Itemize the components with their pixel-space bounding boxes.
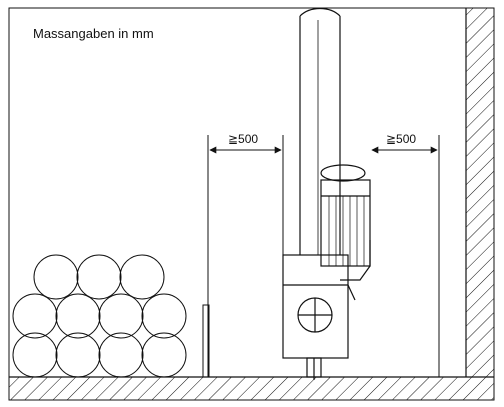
log bbox=[141, 332, 187, 378]
chimney-pipe bbox=[299, 7, 341, 255]
log bbox=[55, 332, 101, 378]
log-stack bbox=[12, 254, 187, 378]
log bbox=[12, 293, 58, 339]
right-dimension-label: ≧500 bbox=[386, 132, 416, 146]
log bbox=[33, 254, 79, 300]
log bbox=[119, 254, 165, 300]
floor-hatch bbox=[9, 377, 494, 400]
frame bbox=[8, 7, 495, 401]
log bbox=[98, 332, 144, 378]
wall-hatch bbox=[466, 8, 494, 377]
log bbox=[55, 293, 101, 339]
housing bbox=[282, 254, 356, 380]
log bbox=[141, 293, 187, 339]
log bbox=[12, 332, 58, 378]
log bbox=[98, 293, 144, 339]
diagram-title: Massangaben in mm bbox=[33, 26, 154, 41]
bracket bbox=[202, 304, 210, 378]
left-dimension-label: ≧500 bbox=[228, 132, 258, 146]
motor bbox=[320, 164, 371, 281]
log bbox=[76, 254, 122, 300]
